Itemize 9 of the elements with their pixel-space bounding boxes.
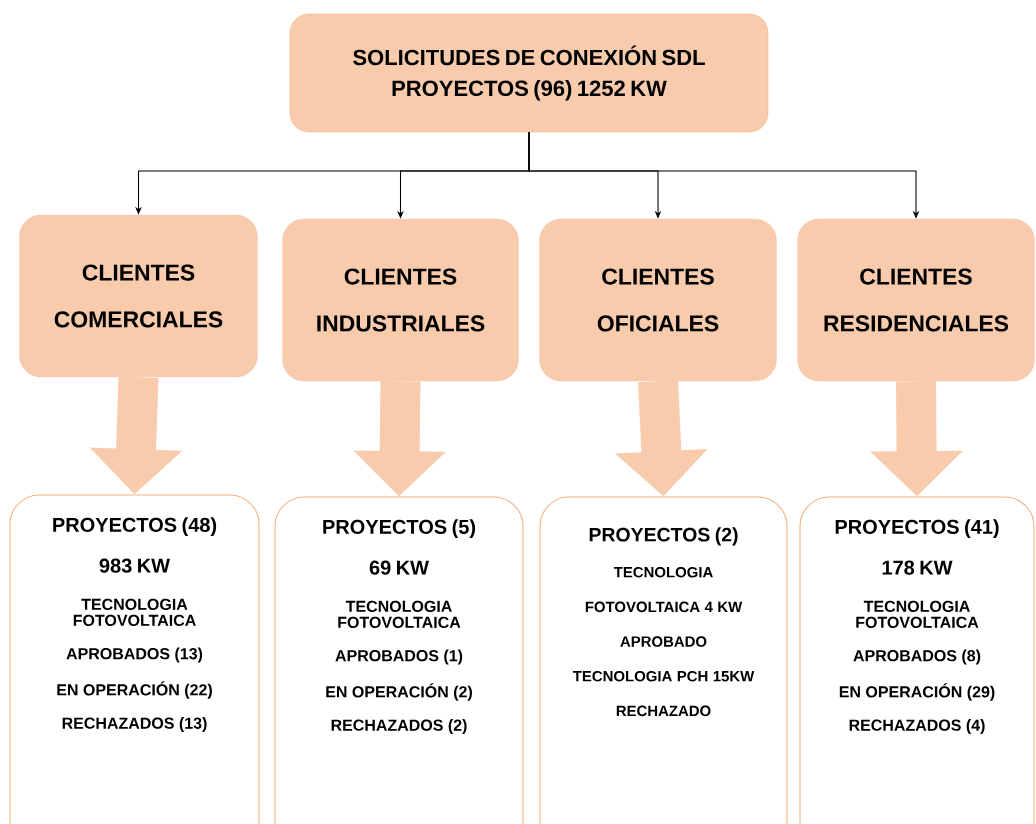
category-box: CLIENTES INDUSTRIALES: [282, 218, 519, 382]
category-box: CLIENTES RESIDENCIALES: [797, 218, 1035, 382]
result-box: PROYECTOS (48) 983 KW TECNOLOGIA FOTOVOLTAICA APROBADOS (13) EN OPERACIÓN (22) RECHAZADOS (13): [9, 494, 260, 824]
category-box: CLIENTES OFICIALES: [539, 218, 777, 382]
category-box: CLIENTES COMERCIALES: [19, 214, 258, 378]
result-box: PROYECTOS (5) 69 KW TECNOLOGIA FOTOVOLTAICA APROBADOS (1) EN OPERACIÓN (2) RECHAZADOS (2): [274, 496, 524, 824]
result-box: PROYECTOS (2) TECNOLOGIA FOTOVOLTAICA 4 KW APROBADO TECNOLOGIA PCH 15KW RECHAZADO: [539, 496, 788, 824]
title-box: SOLICITUDES DE CONEXIÓN SDL PROYECTOS (96) 1252 KW: [289, 13, 769, 133]
result-box: PROYECTOS (41) 178 KW TECNOLOGIA FOTOVOLTAICA APROBADOS (8) EN OPERACIÓN (29) RECHAZADOS (4): [799, 496, 1035, 824]
